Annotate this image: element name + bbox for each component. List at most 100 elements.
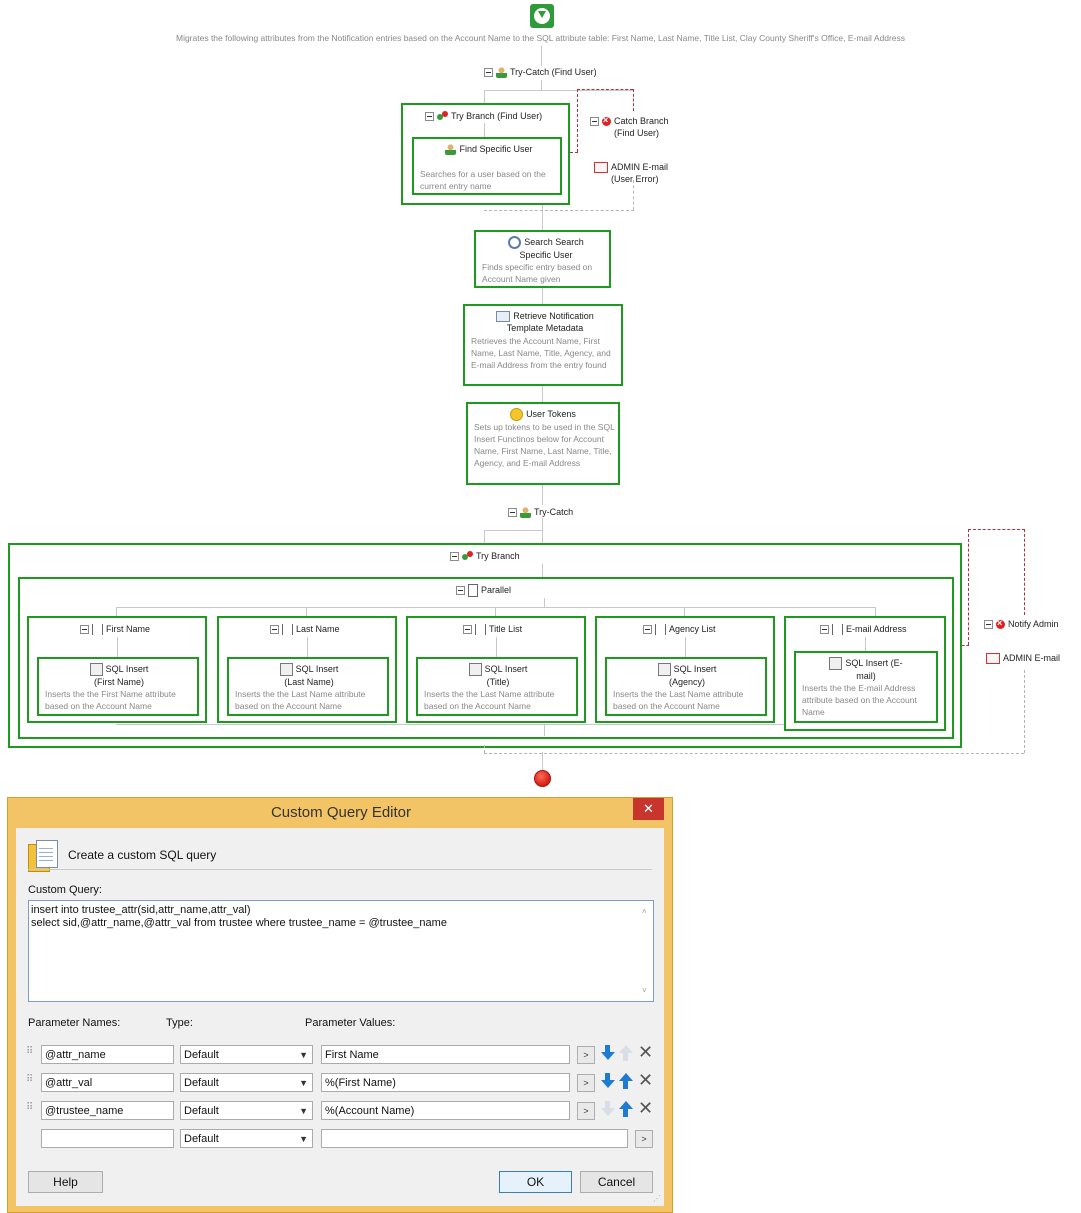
remove-param-icon[interactable]: ✕ bbox=[638, 1070, 654, 1090]
cancel-button[interactable]: Cancel bbox=[580, 1171, 653, 1193]
param-type-select[interactable]: Default▼ bbox=[180, 1073, 313, 1092]
move-up-icon[interactable] bbox=[619, 1073, 633, 1089]
user-icon bbox=[445, 144, 457, 156]
branch-icon bbox=[92, 624, 103, 636]
branch-email-address[interactable]: E-mail Address SQL Insert (E-mail) Inser… bbox=[784, 616, 946, 731]
branch-icon bbox=[832, 624, 843, 636]
node-title: SQL Insert (E-mail) bbox=[845, 658, 903, 682]
remove-param-icon[interactable]: ✕ bbox=[638, 1042, 654, 1062]
param-value-input[interactable]: %(First Name) bbox=[321, 1073, 570, 1092]
param-type-select[interactable]: Default▼ bbox=[180, 1101, 313, 1120]
sql-query-icon bbox=[28, 840, 58, 872]
node-title: Search Search Specific User bbox=[519, 237, 584, 261]
try-branch[interactable]: Try Branch Parallel First Name SQL Inser… bbox=[8, 543, 962, 748]
search-specific-user-node[interactable]: Search Search Specific User Finds specif… bbox=[474, 230, 611, 288]
try-catch-icon bbox=[520, 507, 531, 519]
collapse-icon[interactable] bbox=[820, 625, 829, 635]
collapse-icon[interactable] bbox=[463, 625, 472, 635]
node-description: Finds specific entry based on Account Na… bbox=[482, 262, 593, 284]
collapse-icon[interactable] bbox=[484, 68, 493, 78]
resize-grip-icon[interactable]: ⋰ bbox=[653, 1194, 661, 1203]
search-icon bbox=[508, 236, 522, 250]
custom-query-textarea[interactable]: insert into trustee_attr(sid,attr_name,a… bbox=[28, 900, 654, 1002]
param-name-input[interactable]: @attr_val bbox=[41, 1073, 174, 1092]
expand-value-button[interactable]: > bbox=[577, 1074, 595, 1092]
collapse-icon[interactable] bbox=[456, 586, 465, 596]
try-branch-find-user[interactable]: Try Branch (Find User) Find Specific Use… bbox=[401, 103, 570, 205]
collapse-icon[interactable] bbox=[450, 552, 459, 562]
parameter-names-label: Parameter Names: bbox=[28, 1017, 121, 1029]
expand-value-button[interactable]: > bbox=[577, 1046, 595, 1064]
collapse-icon[interactable] bbox=[643, 625, 652, 635]
move-down-icon[interactable] bbox=[601, 1045, 615, 1061]
catch-branch-find-user[interactable]: Catch Branch (Find User) bbox=[590, 114, 674, 139]
collapse-icon[interactable] bbox=[590, 117, 599, 127]
param-value-input[interactable]: %(Account Name) bbox=[321, 1101, 570, 1120]
sql-insert-first-name[interactable]: SQL Insert (First Name) Inserts the the … bbox=[37, 657, 199, 716]
sql-icon bbox=[829, 657, 843, 671]
end-node-icon[interactable] bbox=[534, 770, 551, 787]
sql-icon bbox=[279, 663, 293, 677]
param-value-input[interactable] bbox=[321, 1129, 628, 1148]
scroll-up-icon[interactable]: ˄ bbox=[642, 907, 647, 916]
node-description: Inserts the the Last Name attribute base… bbox=[235, 689, 366, 711]
node-title: SQL Insert (Last Name) bbox=[284, 664, 339, 688]
branch-title-list[interactable]: Title List SQL Insert (Title) Inserts th… bbox=[406, 616, 586, 723]
help-button[interactable]: Help bbox=[28, 1171, 103, 1193]
collapse-icon[interactable] bbox=[270, 625, 279, 635]
try-catch-icon bbox=[496, 67, 507, 79]
parallel-container[interactable]: Parallel First Name SQL Insert (First Na… bbox=[18, 577, 954, 739]
remove-param-icon[interactable]: ✕ bbox=[638, 1098, 654, 1118]
textarea-scrollbar[interactable]: ˄ ˅ bbox=[639, 901, 653, 1001]
try-catch-find-user-label[interactable]: Try-Catch (Find User) bbox=[484, 66, 597, 79]
custom-query-editor-dialog: Custom Query Editor ✕ Create a custom SQ… bbox=[7, 797, 673, 1213]
sql-insert-last-name[interactable]: SQL Insert (Last Name) Inserts the the L… bbox=[227, 657, 389, 716]
move-down-icon[interactable] bbox=[601, 1073, 615, 1089]
dialog-header-text: Create a custom SQL query bbox=[68, 848, 217, 862]
move-up-icon[interactable] bbox=[619, 1101, 633, 1117]
branch-first-name[interactable]: First Name SQL Insert (First Name) Inser… bbox=[27, 616, 207, 723]
branch-agency-list[interactable]: Agency List SQL Insert (Agency) Inserts … bbox=[595, 616, 775, 723]
move-down-icon[interactable] bbox=[601, 1101, 615, 1117]
start-node-icon[interactable] bbox=[530, 4, 554, 28]
drag-handle-icon[interactable]: ⠿ bbox=[26, 1046, 33, 1057]
collapse-icon[interactable] bbox=[508, 508, 517, 518]
node-description: Inserts the the E-mail Address attribute… bbox=[802, 683, 917, 717]
collapse-icon[interactable] bbox=[425, 112, 434, 122]
retrieve-metadata-node[interactable]: Retrieve Notification Template Metadata … bbox=[463, 304, 623, 386]
branch-label: Agency List bbox=[669, 624, 716, 634]
ok-button[interactable]: OK bbox=[499, 1171, 572, 1193]
try-catch-label[interactable]: Try-Catch bbox=[508, 506, 573, 519]
scroll-down-icon[interactable]: ˅ bbox=[642, 986, 647, 995]
move-up-icon[interactable] bbox=[619, 1045, 633, 1061]
email-icon bbox=[594, 162, 608, 174]
expand-value-button[interactable]: > bbox=[635, 1130, 653, 1148]
email-icon bbox=[986, 653, 1000, 665]
close-button[interactable]: ✕ bbox=[633, 798, 664, 820]
sql-insert-title[interactable]: SQL Insert (Title) Inserts the the Last … bbox=[416, 657, 578, 716]
param-name-input[interactable]: @attr_name bbox=[41, 1045, 174, 1064]
param-name-input[interactable] bbox=[41, 1129, 174, 1148]
branch-last-name[interactable]: Last Name SQL Insert (Last Name) Inserts… bbox=[217, 616, 397, 723]
collapse-icon[interactable] bbox=[80, 625, 89, 635]
param-type-select[interactable]: Default▼ bbox=[180, 1129, 313, 1148]
dialog-body: Create a custom SQL query Custom Query: … bbox=[16, 828, 664, 1206]
sql-insert-agency[interactable]: SQL Insert (Agency) Inserts the the Last… bbox=[605, 657, 767, 716]
param-name-input[interactable]: @trustee_name bbox=[41, 1101, 174, 1120]
user-tokens-node[interactable]: User Tokens Sets up tokens to be used in… bbox=[466, 402, 620, 485]
param-type-select[interactable]: Default▼ bbox=[180, 1045, 313, 1064]
expand-value-button[interactable]: > bbox=[577, 1102, 595, 1120]
sql-insert-email[interactable]: SQL Insert (E-mail) Inserts the the E-ma… bbox=[794, 651, 938, 723]
drag-handle-icon[interactable]: ⠿ bbox=[26, 1102, 33, 1113]
notify-admin[interactable]: Notify Admin bbox=[984, 617, 1059, 630]
node-title: Find Specific User bbox=[459, 144, 533, 154]
collapse-icon[interactable] bbox=[984, 620, 993, 630]
branch-icon bbox=[655, 624, 666, 636]
metadata-icon bbox=[496, 311, 511, 323]
admin-email-user-error[interactable]: ADMIN E-mail (User Error) bbox=[594, 161, 673, 185]
find-specific-user-node[interactable]: Find Specific User Searches for a user b… bbox=[412, 137, 562, 195]
drag-handle-icon[interactable]: ⠿ bbox=[26, 1074, 33, 1085]
param-value-input[interactable]: First Name bbox=[321, 1045, 570, 1064]
admin-email[interactable]: ADMIN E-mail bbox=[986, 652, 1060, 665]
node-title: SQL Insert (First Name) bbox=[94, 664, 149, 688]
